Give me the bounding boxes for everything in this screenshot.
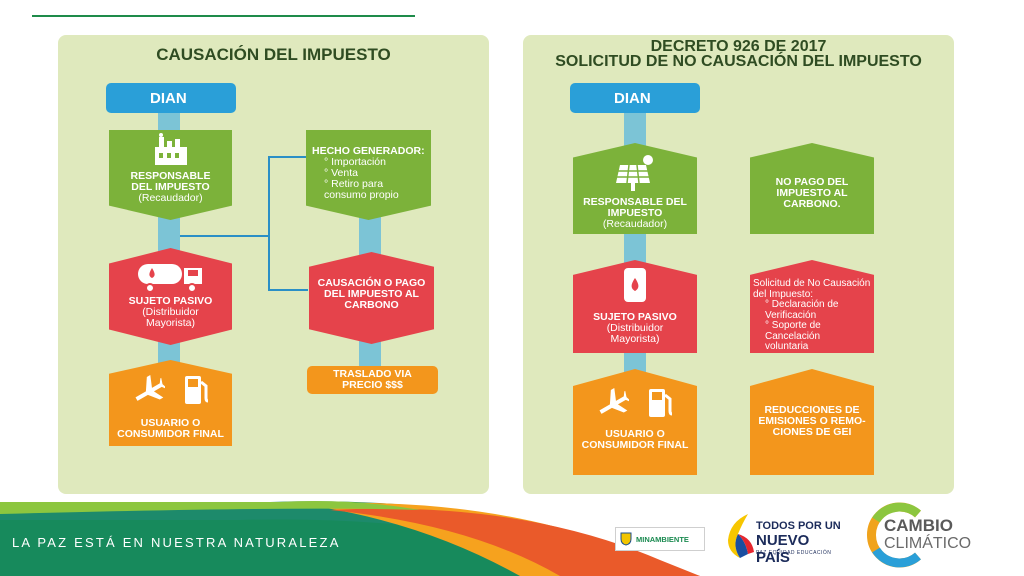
airplane-icon xyxy=(599,387,629,414)
responsable-box: RESPONSABLE DEL IMPUESTO (Recaudador) xyxy=(109,130,232,220)
truck-icon xyxy=(137,264,202,293)
colombia-swoosh-icon xyxy=(728,514,754,558)
left-panel-title: CAUSACIÓN DEL IMPUESTO xyxy=(156,45,391,64)
sujeto-pasivo-title: SUJETO PASIVO xyxy=(128,295,213,307)
dian-label: DIAN xyxy=(106,83,236,113)
todos-line2: NUEVO PAÍS xyxy=(756,532,810,566)
fuel-pump-icon xyxy=(184,376,208,404)
connector-line xyxy=(268,289,308,291)
cambio-climatico-logo: CAMBIO CLIMÁTICO xyxy=(860,500,1000,570)
solicitud-box: Solicitud de No Causación del Impuesto: … xyxy=(750,260,874,353)
c-ring-icon xyxy=(866,502,921,568)
hecho-item: Retiro para consumo propio xyxy=(324,179,408,201)
responsable-box-right: RESPONSABLE DEL IMPUESTO (Recaudador) xyxy=(573,143,697,234)
connector-line xyxy=(268,156,270,290)
usuario-right-title: USUARIO O CONSUMIDOR FINAL xyxy=(581,428,689,451)
hecho-generador-box: HECHO GENERADOR: Importación Venta Retir… xyxy=(306,130,431,220)
reducciones-box: REDUCCIONES DE EMISIONES O REMO-CIONES D… xyxy=(750,369,874,475)
sujeto-right-sub: (Distribuidor Mayorista) xyxy=(606,322,664,345)
todos-por-un-nuevo-pais-logo: TODOS POR UN NUEVO PAÍS PAZ EQUIDAD EDUC… xyxy=(722,512,842,566)
sujeto-right-title: SUJETO PASIVO xyxy=(593,311,677,323)
airplane-icon xyxy=(135,374,165,401)
connector-line xyxy=(180,235,270,237)
todos-line3: PAZ EQUIDAD EDUCACIÓN xyxy=(756,550,832,556)
solicitud-title: Solicitud de No Causación del Impuesto: xyxy=(753,278,871,300)
hecho-item: Importación xyxy=(324,157,408,168)
hecho-item: Venta xyxy=(324,168,408,179)
no-pago-title: NO PAGO DEL IMPUESTO AL CARBONO. xyxy=(775,176,849,210)
no-pago-box: NO PAGO DEL IMPUESTO AL CARBONO. xyxy=(750,143,874,234)
cambio-text: CAMBIO xyxy=(884,516,953,535)
coat-of-arms-icon xyxy=(620,532,632,546)
top-divider-line xyxy=(32,15,415,17)
responsable-title: RESPONSABLE DEL IMPUESTO xyxy=(130,170,211,193)
hecho-generador-list: Importación Venta Retiro para consumo pr… xyxy=(312,157,408,201)
sujeto-pasivo-sub: (Distribuidor Mayorista) xyxy=(142,306,199,329)
usuario-right-icons xyxy=(595,387,675,419)
climatico-text: CLIMÁTICO xyxy=(884,535,972,552)
usuario-box-right: USUARIO O CONSUMIDOR FINAL xyxy=(573,369,697,475)
causacion-title: CAUSACIÓN O PAGO DEL IMPUESTO AL CARBONO xyxy=(317,277,426,311)
responsable-sub: (Recaudador) xyxy=(138,192,203,204)
solicitud-item: Declaración de Verificación xyxy=(765,299,861,321)
barrel-icon xyxy=(624,268,646,302)
minambiente-logo: MINAMBIENTE xyxy=(615,527,705,551)
causacion-box: CAUSACIÓN O PAGO DEL IMPUESTO AL CARBONO xyxy=(309,252,434,344)
right-panel-title-line2: SOLICITUD DE NO CAUSACIÓN DEL IMPUESTO xyxy=(555,53,922,70)
reducciones-title: REDUCCIONES DE EMISIONES O REMO-CIONES D… xyxy=(758,404,866,438)
factory-icon xyxy=(154,133,187,165)
right-panel-title-line1: DECRETO 926 DE 2017 xyxy=(650,38,827,55)
footer-tagline: LA PAZ ESTÁ EN NUESTRA NATURALEZA xyxy=(12,535,341,550)
todos-line1: TODOS POR UN xyxy=(756,520,841,532)
sujeto-pasivo-box-right: SUJETO PASIVO (Distribuidor Mayorista) xyxy=(573,260,697,353)
usuario-title: USUARIO O CONSUMIDOR FINAL xyxy=(117,417,224,440)
hecho-generador-title: HECHO GENERADOR: xyxy=(312,145,425,157)
traslado-box: TRASLADO VIA PRECIO $$$ xyxy=(307,366,438,394)
solicitud-item: Soporte de Cancelación voluntaria xyxy=(765,320,855,353)
usuario-icons xyxy=(131,374,211,406)
footer-band xyxy=(0,500,1024,576)
connector-line xyxy=(268,156,308,158)
dian-label-right: DIAN xyxy=(570,83,700,113)
responsable-right-title: RESPONSABLE DEL IMPUESTO xyxy=(583,196,687,219)
usuario-box: USUARIO O CONSUMIDOR FINAL xyxy=(109,360,232,446)
responsable-right-sub: (Recaudador) xyxy=(602,218,668,230)
minambiente-text: MINAMBIENTE xyxy=(636,534,689,544)
solar-panel-icon xyxy=(616,155,653,191)
dian-text-right: DIAN xyxy=(614,89,651,107)
sujeto-pasivo-box: SUJETO PASIVO (Distribuidor Mayorista) xyxy=(109,248,232,345)
solicitud-list: Declaración de Verificación Soporte de C… xyxy=(753,299,861,353)
fuel-pump-icon xyxy=(649,389,673,417)
traslado-title: TRASLADO VIA PRECIO $$$ xyxy=(333,368,412,391)
dian-text: DIAN xyxy=(150,89,187,107)
